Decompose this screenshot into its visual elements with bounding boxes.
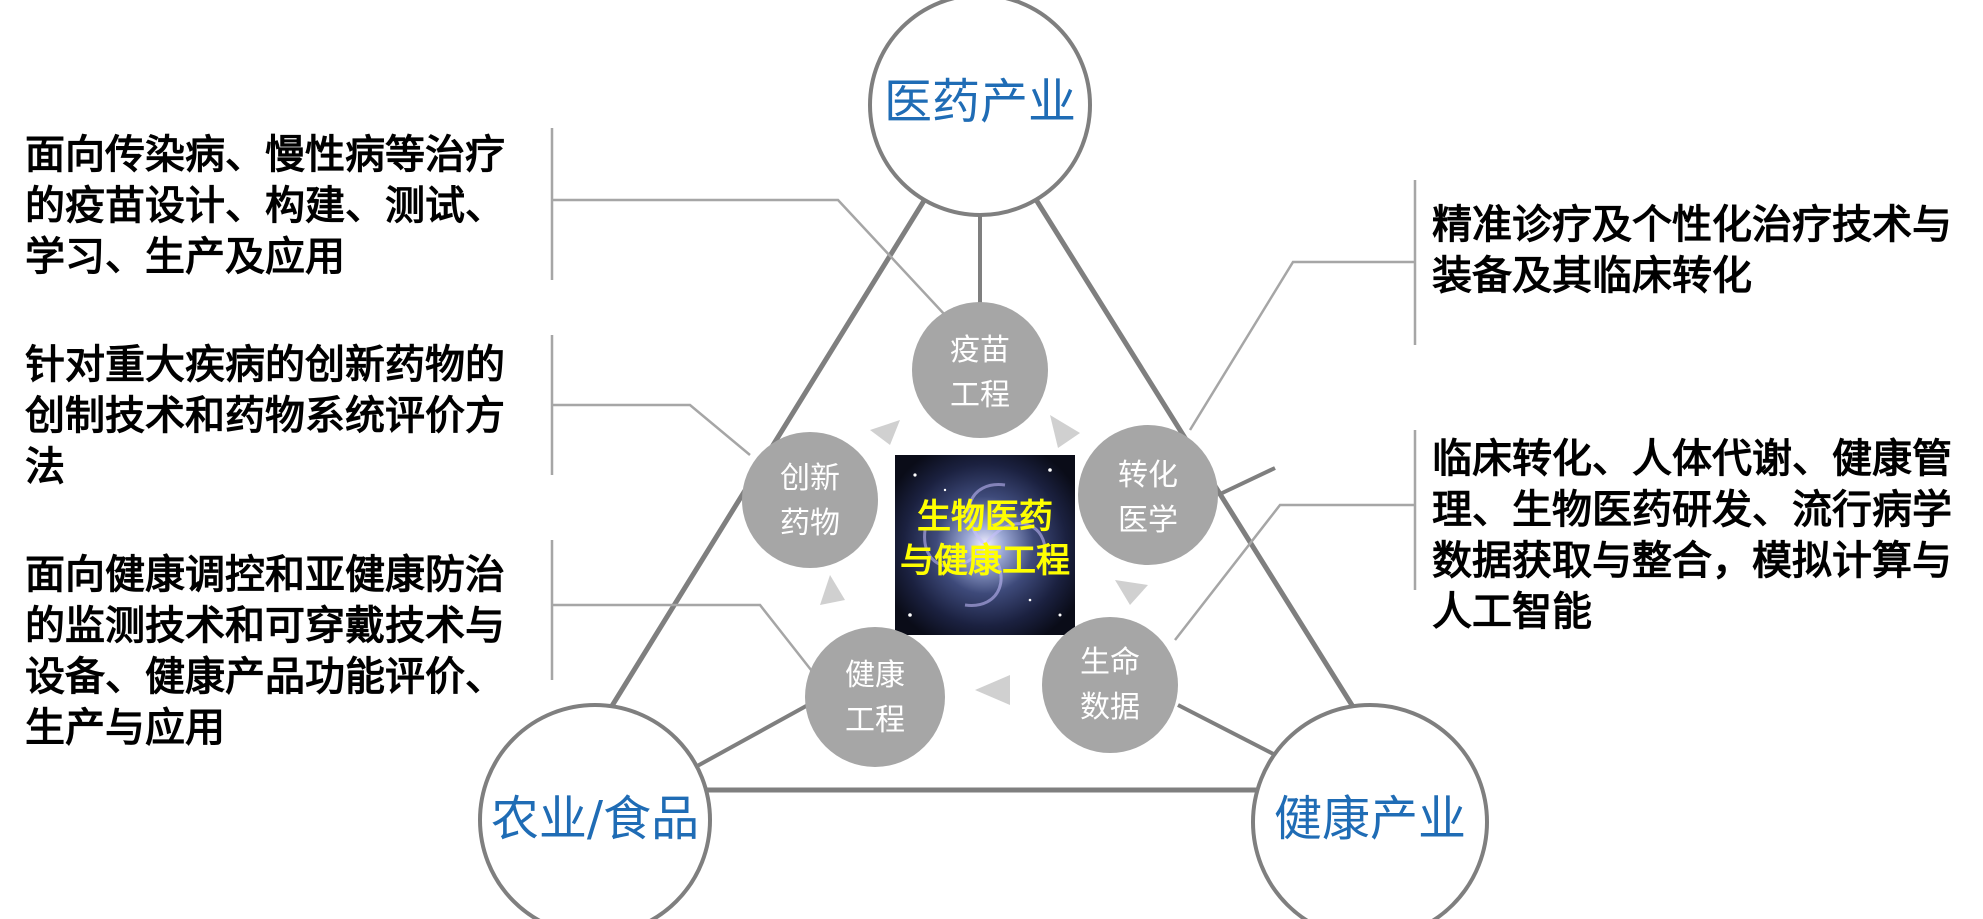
arrow-left-icon <box>975 675 1010 705</box>
node-translational-medicine: 转化 医学 <box>1078 425 1218 565</box>
node-vaccine: 疫苗 工程 <box>912 302 1048 438</box>
desc-translational-medicine: 精准诊疗及个性化治疗技术与装备及其临床转化 <box>1432 202 1952 299</box>
arrow-right-icon <box>1050 415 1080 448</box>
arrow-down-icon <box>1115 580 1148 605</box>
svg-text:药物: 药物 <box>780 506 840 541</box>
svg-text:医学: 医学 <box>1118 503 1178 538</box>
node-innovative-drug: 创新 药物 <box>742 432 878 568</box>
industry-circle-health <box>1251 703 1489 919</box>
industry-circle-pharma <box>868 0 1092 217</box>
node-health-engineering: 健康 工程 <box>805 627 945 767</box>
desc-innovative-drug: 针对重大疾病的创新药物的创制技术和药物系统评价方法 <box>25 342 505 490</box>
desc-health-engineering: 面向健康调控和亚健康防治的监测技术和可穿戴技术与设备、健康产品功能评价、生产与应… <box>25 552 505 751</box>
svg-text:工程: 工程 <box>950 378 1010 413</box>
industry-label-health: 健康产业 <box>1274 791 1466 847</box>
svg-text:健康: 健康 <box>845 658 905 693</box>
center-image <box>895 455 1075 635</box>
industry-label-pharma: 医药产业 <box>884 74 1076 130</box>
svg-text:生命: 生命 <box>1080 645 1140 680</box>
svg-text:工程: 工程 <box>845 703 905 738</box>
arrow-up-right-icon <box>870 420 900 445</box>
center-title-line2: 与健康工程 <box>900 541 1070 581</box>
desc-life-data: 临床转化、人体代谢、健康管理、生物医药研发、流行病学数据获取与整合，模拟计算与人… <box>1432 436 1952 635</box>
svg-text:数据: 数据 <box>1080 690 1140 725</box>
center-title-line1: 生物医药 <box>917 497 1053 537</box>
node-life-data: 生命 数据 <box>1042 617 1178 753</box>
cycle-arrows <box>820 415 1148 705</box>
leader-lines <box>550 128 1417 680</box>
arrow-up-icon <box>820 575 845 605</box>
svg-text:疫苗: 疫苗 <box>950 333 1010 368</box>
svg-text:创新: 创新 <box>780 461 840 496</box>
industry-label-agri-food: 农业/食品 <box>491 791 699 847</box>
svg-text:转化: 转化 <box>1118 458 1178 493</box>
desc-vaccine: 面向传染病、慢性病等治疗的疫苗设计、构建、测试、学习、生产及应用 <box>25 132 505 280</box>
industry-circle-agri-food <box>478 703 712 919</box>
